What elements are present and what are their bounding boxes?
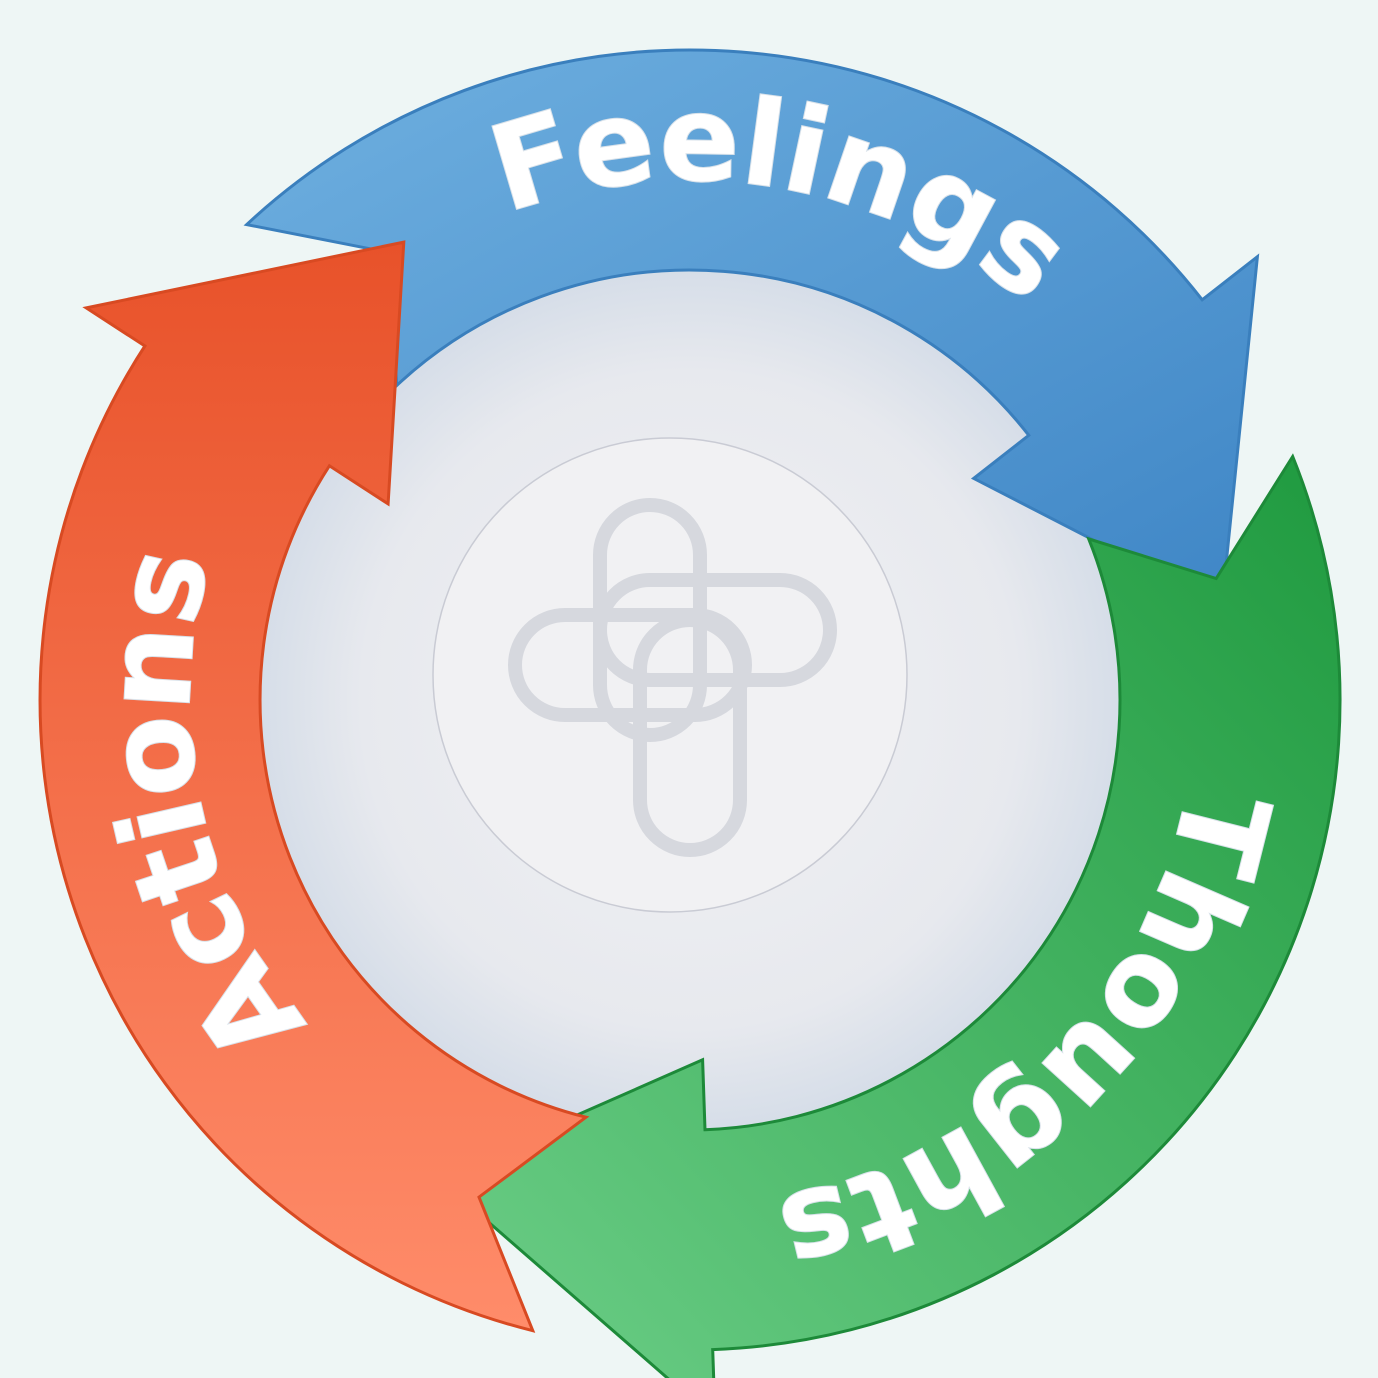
center-medallion [432, 437, 908, 913]
feelings-arrow [243, 48, 1260, 609]
interlocking-cross-logo-icon [508, 498, 837, 857]
actions-arrow [38, 240, 590, 1333]
thoughts-arrow [433, 453, 1342, 1378]
